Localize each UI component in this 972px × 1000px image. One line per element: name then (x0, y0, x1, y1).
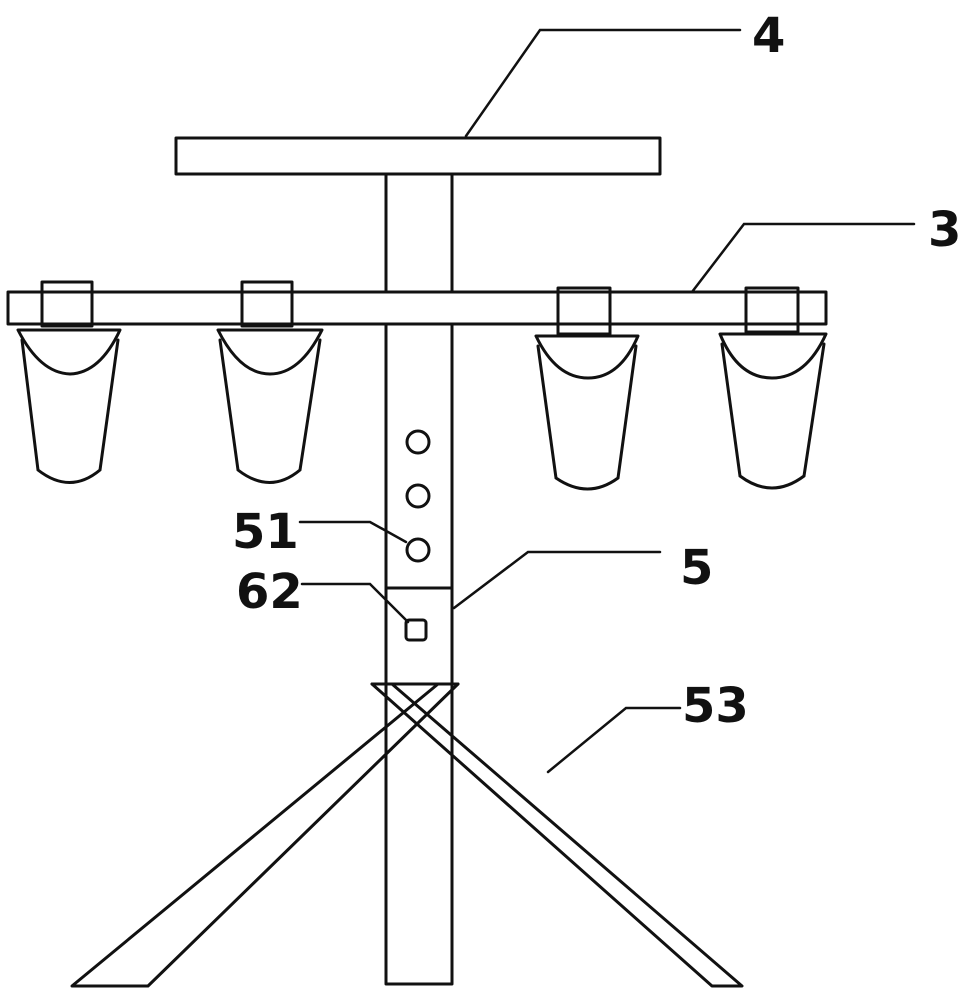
cup-4 (720, 334, 826, 488)
hole-2 (407, 485, 429, 507)
leader-3 (692, 224, 914, 292)
hole-1 (407, 431, 429, 453)
bracket-2 (242, 282, 292, 326)
bracket-1 (42, 282, 92, 326)
hole-3 (407, 539, 429, 561)
adjustment-holes (407, 431, 429, 561)
leader-5 (454, 552, 660, 608)
locking-knob (406, 620, 426, 640)
label-51: 51 (232, 504, 299, 560)
label-62: 62 (236, 564, 303, 620)
cup-3 (536, 336, 638, 489)
label-5: 5 (680, 540, 713, 596)
top-plate (176, 138, 660, 174)
bracket-4 (746, 288, 798, 332)
leader-4 (466, 30, 740, 136)
bracket-3 (558, 288, 610, 334)
label-4: 4 (752, 8, 785, 64)
leader-53 (548, 708, 680, 772)
cup-2 (218, 330, 322, 483)
label-53: 53 (682, 678, 749, 734)
label-3: 3 (928, 202, 961, 258)
cup-1 (18, 330, 120, 483)
crossbar (8, 292, 826, 324)
